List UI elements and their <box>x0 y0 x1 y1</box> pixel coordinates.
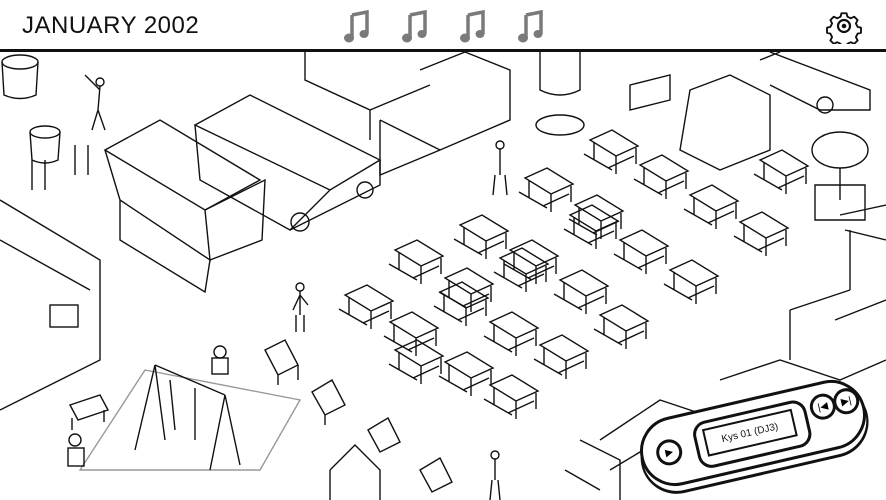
picnic-table <box>493 247 550 292</box>
top-bar: JANUARY 2002 <box>0 0 886 52</box>
next-track-icon: ▶| <box>839 394 853 408</box>
festival-scene[interactable] <box>0 52 886 500</box>
people <box>84 74 508 500</box>
picnic-table <box>533 334 590 379</box>
music-note-icon <box>518 10 543 43</box>
bottom-stalls <box>329 289 886 500</box>
barrels <box>1 54 89 190</box>
picnic-table <box>383 311 440 356</box>
picnic-table <box>663 259 720 304</box>
picnic-tables <box>338 129 810 419</box>
picnic-table <box>613 229 670 274</box>
picnic-table <box>438 267 495 312</box>
picnic-table <box>483 374 540 419</box>
level-title: JANUARY 2002 <box>22 12 200 39</box>
food-truck <box>193 94 382 232</box>
gear-icon[interactable] <box>826 8 862 44</box>
stalls-top <box>304 52 886 290</box>
picnic-table <box>593 304 650 349</box>
music-note-icon <box>344 10 369 43</box>
picnic-table <box>563 204 620 249</box>
music-note-icon <box>402 10 427 43</box>
picnic-table <box>518 167 575 212</box>
picnic-table <box>438 351 495 396</box>
building-left <box>0 199 101 411</box>
picnic-table <box>683 184 740 229</box>
previous-track-icon: |◀ <box>816 400 830 414</box>
picnic-table <box>733 211 790 256</box>
playground <box>67 345 302 471</box>
picnic-table <box>388 339 445 384</box>
picnic-table <box>388 239 445 284</box>
picnic-table <box>753 149 810 194</box>
picnic-table <box>483 311 540 356</box>
market-stall <box>103 119 266 294</box>
benches <box>264 339 453 493</box>
picnic-table <box>453 214 510 259</box>
picnic-table <box>338 284 395 329</box>
picnic-table <box>553 269 610 314</box>
picnic-table <box>633 154 690 199</box>
picnic-table <box>503 239 560 284</box>
picnic-table <box>433 281 490 326</box>
picnic-table <box>568 194 625 239</box>
music-note-icon <box>460 10 485 43</box>
picnic-table <box>583 129 640 174</box>
play-icon: ▶ <box>664 446 675 459</box>
